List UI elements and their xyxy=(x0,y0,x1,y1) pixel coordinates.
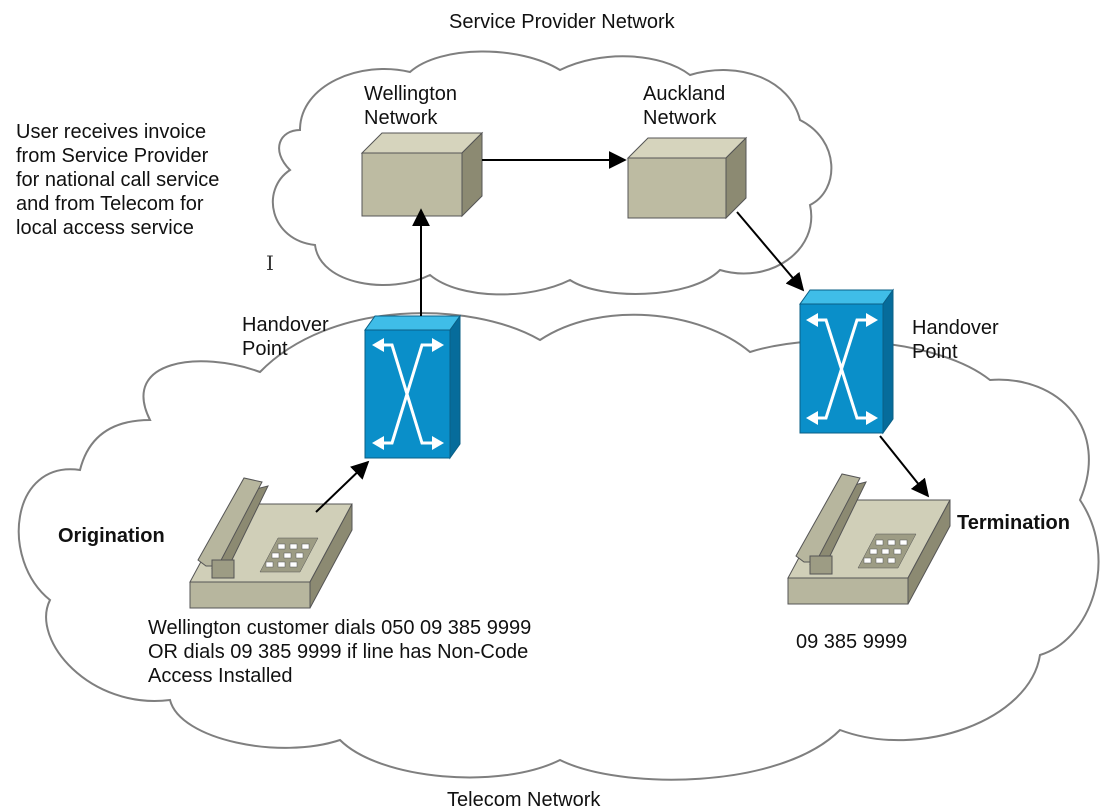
handover-point-left-label: Handover Point xyxy=(242,314,329,360)
wellington-network-label: Wellington Network xyxy=(364,83,458,129)
invoice-note: User receives invoice from Service Provi… xyxy=(16,121,220,239)
handover-point-right-label: Handover Point xyxy=(912,317,999,363)
service-provider-cloud xyxy=(271,50,833,296)
termination-label: Termination xyxy=(957,512,1070,534)
arrow-origination-to-handover xyxy=(315,460,370,513)
origination-dial-note: Wellington customer dials 050 09 385 999… xyxy=(148,617,532,687)
auckland-network-label: Auckland Network xyxy=(643,83,726,129)
telephone-icon xyxy=(787,473,951,605)
telephone-icon xyxy=(189,477,353,609)
switch-icon xyxy=(799,288,894,435)
text-cursor-icon: I xyxy=(266,251,274,275)
termination-number: 09 385 9999 xyxy=(796,631,908,653)
arrow-handover-to-termination xyxy=(879,435,930,498)
network-box-icon xyxy=(360,131,484,218)
origination-label: Origination xyxy=(58,525,165,547)
arrow-auckland-to-handover xyxy=(736,211,805,292)
switch-icon xyxy=(364,314,461,460)
telecom-network-label: Telecom Network xyxy=(447,789,601,811)
network-box-icon xyxy=(626,136,748,220)
service-provider-network-label: Service Provider Network xyxy=(449,11,675,33)
